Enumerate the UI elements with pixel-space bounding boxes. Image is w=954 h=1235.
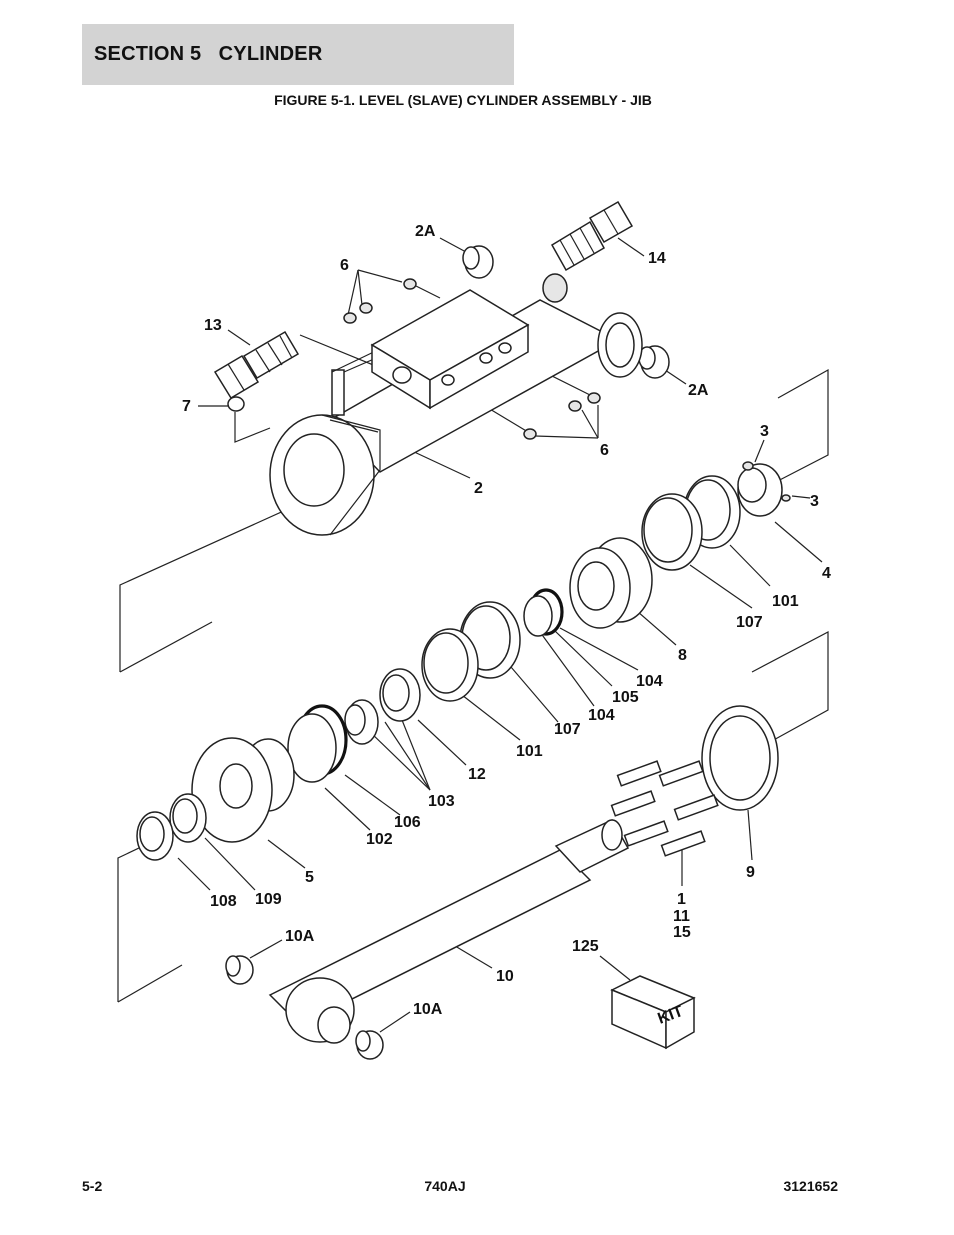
callout-label: 2 [474, 480, 483, 497]
bushing-10a-lower [355, 1030, 384, 1060]
callout-label: 2A [415, 223, 436, 240]
bushing-10a-upper [225, 955, 254, 985]
piston-8 [569, 537, 653, 629]
callout-label: 5 [305, 869, 314, 886]
gasket-9 [701, 705, 779, 811]
bolts-6 [343, 278, 601, 440]
ring-105 [523, 595, 553, 637]
figure-title: FIGURE 5-1. LEVEL (SLAVE) CYLINDER ASSEM… [274, 92, 652, 108]
callout-label: 4 [822, 565, 831, 582]
cylinder-rod-10 [268, 819, 630, 1044]
cartridge-valve-13 [213, 330, 300, 400]
callout-label: 13 [204, 317, 222, 334]
callout-label: 3 [760, 423, 769, 440]
callout-label: 10A [413, 1001, 443, 1018]
callout-label: 105 [612, 689, 639, 706]
callout-label: 125 [572, 938, 599, 955]
callout-label: 6 [600, 442, 609, 459]
callout-label: 7 [182, 398, 191, 415]
plug-7 [227, 396, 245, 412]
ring-102 [287, 713, 337, 783]
kit-box-125: KIT [610, 975, 696, 1050]
callout-label: 11 [673, 908, 690, 925]
callout-label: 102 [366, 831, 393, 848]
valve-block [370, 289, 530, 410]
bolts-1 [610, 760, 719, 857]
spacer-12 [379, 668, 421, 722]
cylinder-head-5 [191, 737, 295, 843]
callout-label: 101 [772, 593, 799, 610]
callout-label: 15 [673, 924, 691, 941]
callout-label: 106 [394, 814, 421, 831]
callout-label: 14 [648, 250, 666, 267]
callout-label: 109 [255, 891, 282, 908]
callout-label: 6 [340, 257, 349, 274]
footer-page-number: 5-2 [82, 1178, 103, 1194]
callout-label: 107 [736, 614, 763, 631]
cylinder-barrel-2 [269, 273, 643, 536]
footer-model: 740AJ [424, 1178, 466, 1194]
callout-label: 108 [210, 893, 237, 910]
callout-label: 103 [428, 793, 455, 810]
callout-label: 1 [677, 891, 686, 908]
callout-label: 104 [588, 707, 615, 724]
callout-label: 104 [636, 673, 663, 690]
footer-doc-number: 3121652 [783, 1178, 838, 1194]
callout-label: 9 [746, 864, 755, 881]
callout-label: 8 [678, 647, 687, 664]
callout-label: 101 [516, 743, 543, 760]
callout-label: 12 [468, 766, 486, 783]
section-header: SECTION 5 CYLINDER [82, 24, 514, 85]
callout-labels: 2A 14 6 13 2A 7 6 3 2 3 4 101 107 8 104 … [182, 223, 831, 1018]
callout-label: 3 [810, 493, 819, 510]
callout-label: 107 [554, 721, 581, 738]
cartridge-valve-14 [550, 200, 634, 272]
section-title: SECTION 5 CYLINDER [94, 43, 323, 65]
callout-label: 10A [285, 928, 315, 945]
callout-label: 2A [688, 382, 709, 399]
callout-label: 10 [496, 968, 514, 985]
lock-nut-4 [737, 461, 791, 517]
